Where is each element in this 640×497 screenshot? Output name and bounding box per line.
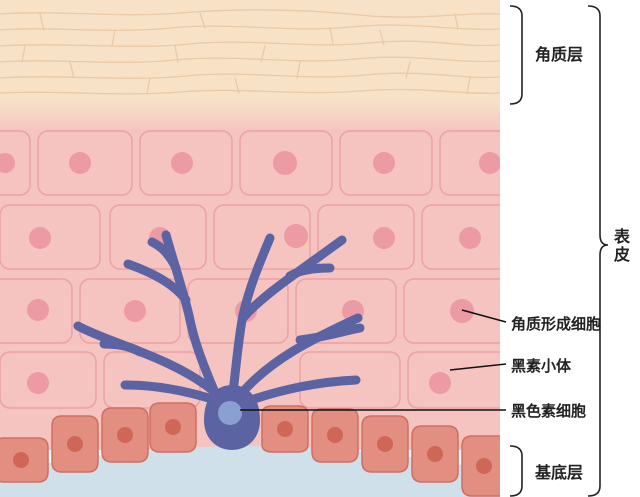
label-basal-layer: 基底层	[535, 463, 584, 482]
stratum-corneum-bracket	[509, 5, 523, 105]
label-stratum-corneum: 角质层	[535, 45, 584, 64]
label-keratinocyte: 角质形成细胞	[511, 315, 602, 333]
melanocyte	[73, 230, 365, 450]
label-melanocyte: 黑色素细胞	[511, 402, 587, 420]
stratum-corneum-layer	[0, 0, 500, 100]
basal-nuclei	[13, 419, 492, 474]
melanocyte-dendrites	[73, 230, 365, 415]
basal-layer-bracket	[509, 445, 523, 497]
label-melanosome: 黑素小体	[511, 357, 572, 375]
epidermis-bracket	[587, 5, 609, 497]
transition-band	[0, 100, 500, 130]
annotation-lines	[240, 309, 507, 411]
melanocyte-nucleus	[218, 401, 242, 425]
stratum-corneum-lines	[0, 9, 500, 95]
melanosome-pointer	[449, 363, 507, 371]
keratinocyte-pointer	[461, 309, 507, 323]
brackets	[509, 5, 609, 497]
keratinocyte-nuclei	[0, 151, 500, 394]
label-epidermis: 表皮	[611, 228, 630, 264]
